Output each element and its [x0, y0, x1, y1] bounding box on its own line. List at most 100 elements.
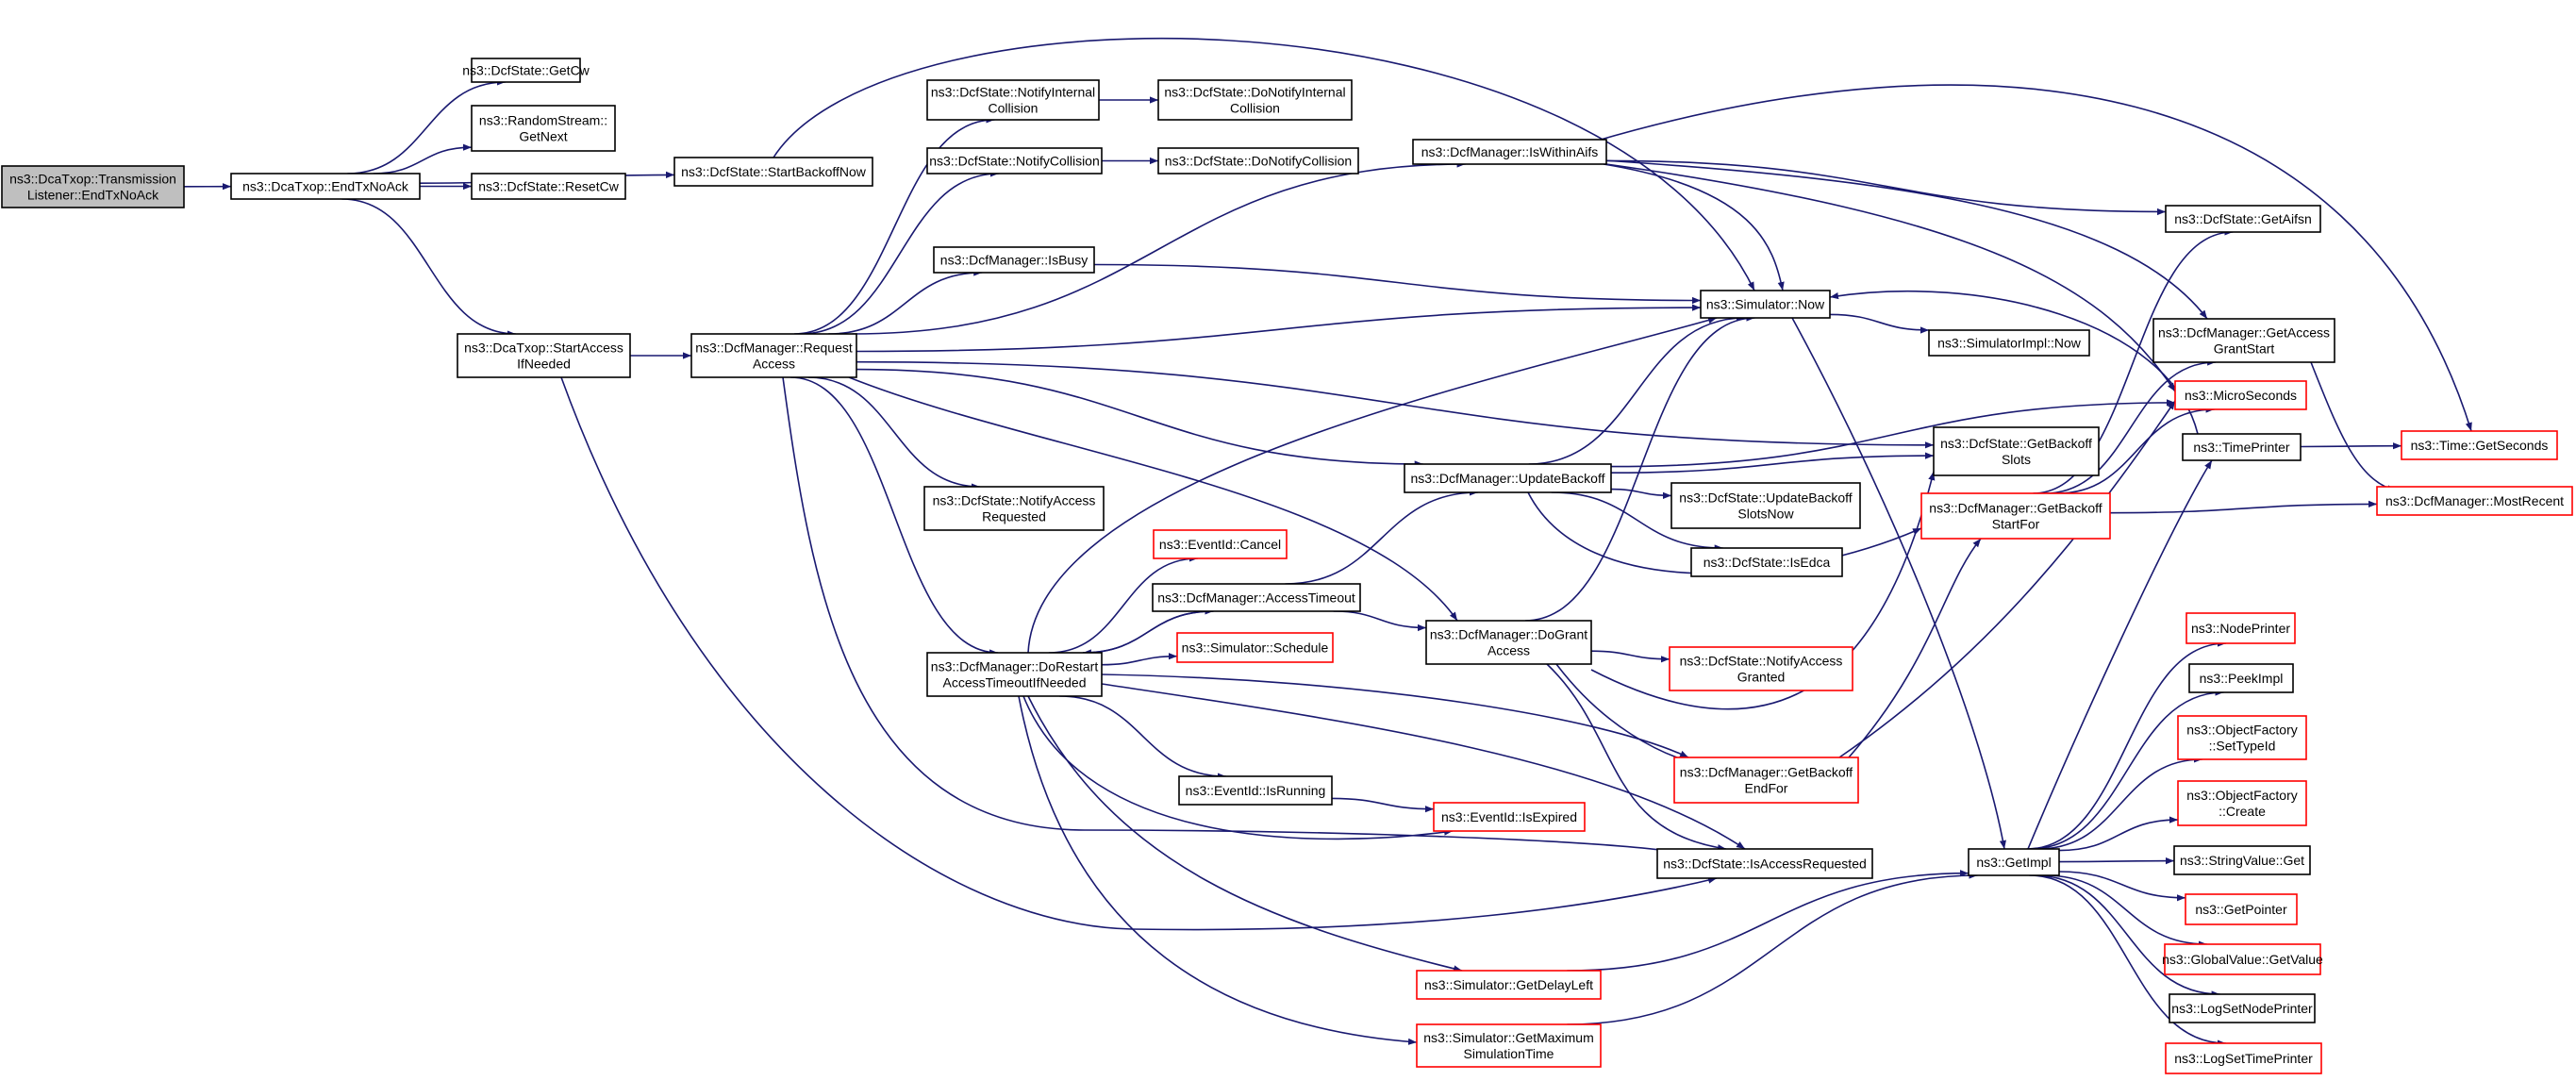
- node-nodeprinter[interactable]: ns3::NodePrinter: [2185, 612, 2296, 644]
- edge-endtx-to-getcw: [347, 78, 506, 175]
- edge-timeprinter-to-getseconds: [2300, 442, 2402, 450]
- node-microsec[interactable]: ns3::MicroSeconds: [2174, 380, 2307, 410]
- edge-acctimeout-to-dogrant: [1333, 610, 1427, 632]
- edge-getimpl-to-peekimpl: [2030, 689, 2224, 850]
- node-simnow[interactable]: ns3::Simulator::Now: [1700, 290, 1831, 319]
- node-label: ns3::DcfState::NotifyAccess: [933, 493, 1096, 508]
- node-label: ns3::SimulatorImpl::Now: [1937, 336, 2082, 351]
- node-box: [471, 58, 581, 83]
- node-logsettime[interactable]: ns3::LogSetTimePrinter: [2165, 1042, 2322, 1074]
- node-donotifycoll[interactable]: ns3::DcfState::DoNotifyCollision: [1157, 147, 1359, 175]
- nodes-layer: ns3::DcaTxop::TransmissionListener::EndT…: [1, 58, 2573, 1074]
- node-isedca[interactable]: ns3::DcfState::IsEdca: [1690, 547, 1843, 577]
- node-getseconds[interactable]: ns3::Time::GetSeconds: [2401, 430, 2558, 460]
- edge-getimpl-to-ofcreate: [2058, 816, 2179, 852]
- edge-isinaifs-to-getseconds: [1593, 84, 2472, 432]
- node-box: [926, 147, 1103, 175]
- node-label: ns3::DcaTxop::EndTxNoAck: [242, 179, 409, 194]
- node-label: ns3::DcfManager::GetAccess: [2158, 325, 2330, 341]
- edge-getimpl-to-getpointer: [2058, 871, 2186, 902]
- node-dorestart[interactable]: ns3::DcfManager::DoRestartAccessTimeoutI…: [926, 652, 1103, 697]
- node-mostrecent[interactable]: ns3::DcfManager::MostRecent: [2376, 486, 2573, 516]
- edge-dorestart-to-simnow: [1027, 317, 1718, 654]
- node-root[interactable]: ns3::DcaTxop::TransmissionListener::EndT…: [1, 165, 185, 208]
- node-label: ns3::PeekImpl: [2200, 671, 2284, 686]
- node-evcancel[interactable]: ns3::EventId::Cancel: [1153, 529, 1288, 559]
- edge-simnow-to-simimplnow: [1829, 313, 1930, 334]
- node-ofcreate[interactable]: ns3::ObjectFactory::Create: [2177, 780, 2307, 826]
- node-getaifsn[interactable]: ns3::DcfState::GetAifsn: [2165, 205, 2321, 233]
- node-label: ns3::DcfState::ResetCw: [478, 179, 620, 194]
- node-box: [690, 333, 857, 378]
- node-box: [1416, 970, 1602, 1000]
- node-isbusy[interactable]: ns3::DcfManager::IsBusy: [933, 246, 1095, 274]
- node-box: [1152, 583, 1361, 612]
- node-label: ns3::DcfManager::UpdateBackoff: [1411, 471, 1605, 486]
- node-timeprinter[interactable]: ns3::TimePrinter: [2182, 433, 2302, 461]
- edge-getdelayleft-to-getimpl: [1567, 870, 1969, 972]
- node-updbackoff[interactable]: ns3::DcfManager::UpdateBackoff: [1404, 463, 1612, 493]
- edge-getimpl-to-gvgetvalue: [2044, 874, 2207, 948]
- node-resetcw[interactable]: ns3::DcfState::ResetCw: [471, 173, 626, 200]
- node-label: ns3::DcfState::NotifyAccess: [1680, 654, 1843, 669]
- edge-reqaccess-to-notifyreq: [807, 376, 980, 491]
- node-isrunning[interactable]: ns3::EventId::IsRunning: [1178, 775, 1333, 806]
- node-strvalget[interactable]: ns3::StringValue::Get: [2173, 845, 2311, 875]
- node-isinaifs[interactable]: ns3::DcfManager::IsWithinAifs: [1412, 139, 1607, 165]
- node-startbackoff[interactable]: ns3::DcfState::StartBackoffNow: [673, 157, 873, 187]
- edge-getimpl-to-timeprinter: [2027, 459, 2213, 850]
- node-peekimpl[interactable]: ns3::PeekImpl: [2188, 663, 2294, 693]
- node-label: ns3::Simulator::Now: [1706, 297, 1825, 312]
- node-box: [2169, 993, 2316, 1023]
- node-label: ns3::DcfManager::Request: [695, 341, 853, 356]
- node-label: ns3::DcfManager::GetBackoff: [1929, 501, 2102, 516]
- edge-getbackoffstart-to-getaccgrant: [2045, 358, 2217, 494]
- edge-reqaccess-to-notifyint: [793, 116, 995, 335]
- node-label: ns3::DcfState::DoNotifyCollision: [1165, 154, 1352, 169]
- node-box: [1178, 775, 1333, 806]
- edge-getmaxsim-to-getimpl: [1567, 872, 1978, 1025]
- node-schedule[interactable]: ns3::Simulator::Schedule: [1176, 632, 1334, 663]
- node-notifycoll[interactable]: ns3::DcfState::NotifyCollision: [926, 147, 1103, 175]
- node-box: [2177, 715, 2307, 760]
- node-settypeid[interactable]: ns3::ObjectFactory::SetTypeId: [2177, 715, 2307, 760]
- node-box: [1669, 646, 1853, 691]
- node-gvgetvalue[interactable]: ns3::GlobalValue::GetValue: [2162, 943, 2323, 975]
- node-endtx[interactable]: ns3::DcaTxop::EndTxNoAck: [230, 173, 421, 200]
- node-getcw[interactable]: ns3::DcfState::GetCw: [462, 58, 590, 83]
- node-box: [1673, 757, 1859, 804]
- node-isexpired[interactable]: ns3::EventId::IsExpired: [1433, 802, 1586, 832]
- node-label: ns3::GetPointer: [2195, 902, 2287, 917]
- node-rsnext[interactable]: ns3::RandomStream::GetNext: [471, 105, 616, 152]
- node-acctimeout[interactable]: ns3::DcfManager::AccessTimeout: [1152, 583, 1361, 612]
- node-box: [1700, 290, 1831, 319]
- node-logsetnode[interactable]: ns3::LogSetNodePrinter: [2169, 993, 2316, 1023]
- node-getimpl[interactable]: ns3::GetImpl: [1968, 848, 2060, 876]
- node-box: [2165, 205, 2321, 233]
- node-getpointer[interactable]: ns3::GetPointer: [2185, 893, 2298, 925]
- edge-dogrant-to-notifygranted: [1590, 650, 1670, 663]
- node-box: [2401, 430, 2558, 460]
- edge-getimpl-to-strvalget: [2058, 857, 2175, 865]
- node-label: ns3::DcfState::NotifyInternal: [931, 85, 1095, 100]
- node-label: ns3::DcfManager::DoGrant: [1430, 627, 1587, 642]
- node-label: ns3::NodePrinter: [2191, 621, 2290, 636]
- node-simimplnow[interactable]: ns3::SimulatorImpl::Now: [1928, 329, 2090, 357]
- edge-isinaifs-to-microsec: [1605, 163, 2176, 392]
- node-getdelayleft[interactable]: ns3::Simulator::GetDelayLeft: [1416, 970, 1602, 1000]
- node-label: ns3::Time::GetSeconds: [2411, 438, 2549, 453]
- node-isaccreq[interactable]: ns3::DcfState::IsAccessRequested: [1656, 848, 1873, 879]
